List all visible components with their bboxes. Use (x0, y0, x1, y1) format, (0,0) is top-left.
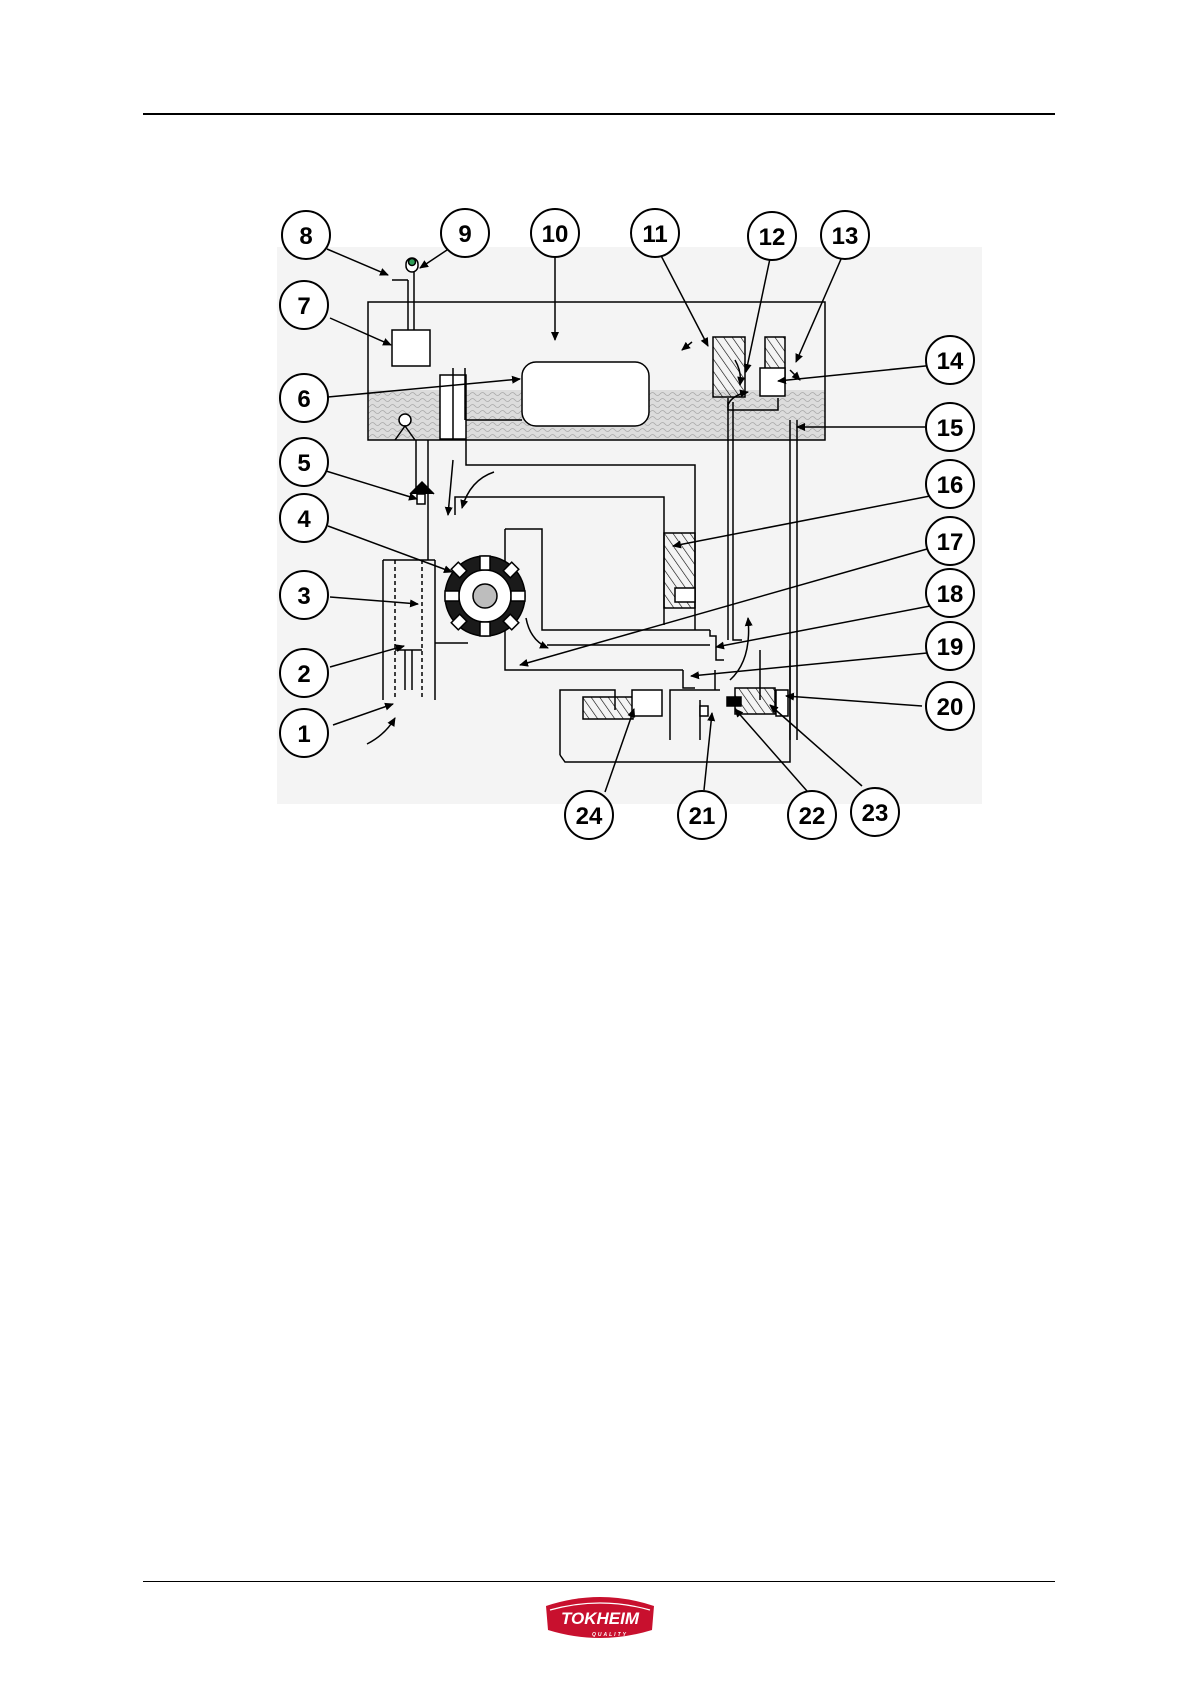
callout-15: 15 (926, 403, 974, 451)
svg-text:15: 15 (937, 415, 964, 442)
pump-unit-diagram: 1 2 3 4 5 6 7 8 9 10 11 12 13 14 15 16 1… (0, 0, 1191, 880)
svg-text:23: 23 (862, 800, 889, 827)
svg-text:21: 21 (689, 803, 716, 830)
svg-text:1: 1 (297, 721, 310, 748)
svg-text:5: 5 (297, 450, 310, 477)
svg-text:11: 11 (642, 221, 667, 248)
gear-pump (445, 556, 525, 636)
svg-text:22: 22 (799, 803, 826, 830)
callout-12: 12 (748, 212, 796, 260)
callout-4: 4 (280, 494, 328, 542)
svg-text:14: 14 (937, 348, 964, 375)
callout-22: 22 (788, 791, 836, 839)
svg-text:13: 13 (832, 223, 859, 250)
svg-text:8: 8 (299, 223, 312, 250)
solenoid-box (392, 330, 430, 366)
callout-1: 1 (280, 709, 328, 757)
callout-2: 2 (280, 649, 328, 697)
svg-text:16: 16 (937, 472, 964, 499)
callout-21: 21 (678, 791, 726, 839)
svg-text:24: 24 (576, 803, 603, 830)
svg-text:12: 12 (759, 224, 786, 251)
callout-20: 20 (926, 682, 974, 730)
callout-24: 24 (565, 791, 613, 839)
svg-text:4: 4 (297, 506, 311, 533)
callout-8: 8 (282, 211, 330, 259)
callout-23: 23 (851, 788, 899, 836)
callout-5: 5 (280, 438, 328, 486)
svg-text:2: 2 (297, 661, 310, 688)
svg-text:6: 6 (297, 386, 310, 413)
svg-text:QUALITY: QUALITY (592, 1632, 628, 1638)
callout-10: 10 (531, 209, 579, 257)
tokheim-logo: TOKHEIM QUALITY (540, 1594, 660, 1644)
indicator-lamp (409, 259, 416, 266)
svg-text:TOKHEIM: TOKHEIM (561, 1609, 640, 1628)
svg-text:18: 18 (937, 581, 964, 608)
svg-text:3: 3 (297, 583, 310, 610)
callout-3: 3 (280, 571, 328, 619)
callout-16: 16 (926, 460, 974, 508)
callout-6: 6 (280, 374, 328, 422)
svg-text:20: 20 (937, 694, 964, 721)
callout-7: 7 (280, 281, 328, 329)
callout-17: 17 (926, 517, 974, 565)
float-chamber (522, 362, 649, 426)
svg-text:10: 10 (542, 221, 569, 248)
callout-14: 14 (926, 336, 974, 384)
footer-rule (143, 1581, 1055, 1582)
svg-text:17: 17 (937, 529, 964, 556)
callout-11: 11 (631, 209, 679, 257)
callout-13: 13 (821, 211, 869, 259)
svg-text:7: 7 (297, 293, 310, 320)
callout-18: 18 (926, 569, 974, 617)
svg-text:19: 19 (937, 634, 964, 661)
svg-text:9: 9 (458, 221, 471, 248)
callout-9: 9 (441, 209, 489, 257)
callout-19: 19 (926, 622, 974, 670)
